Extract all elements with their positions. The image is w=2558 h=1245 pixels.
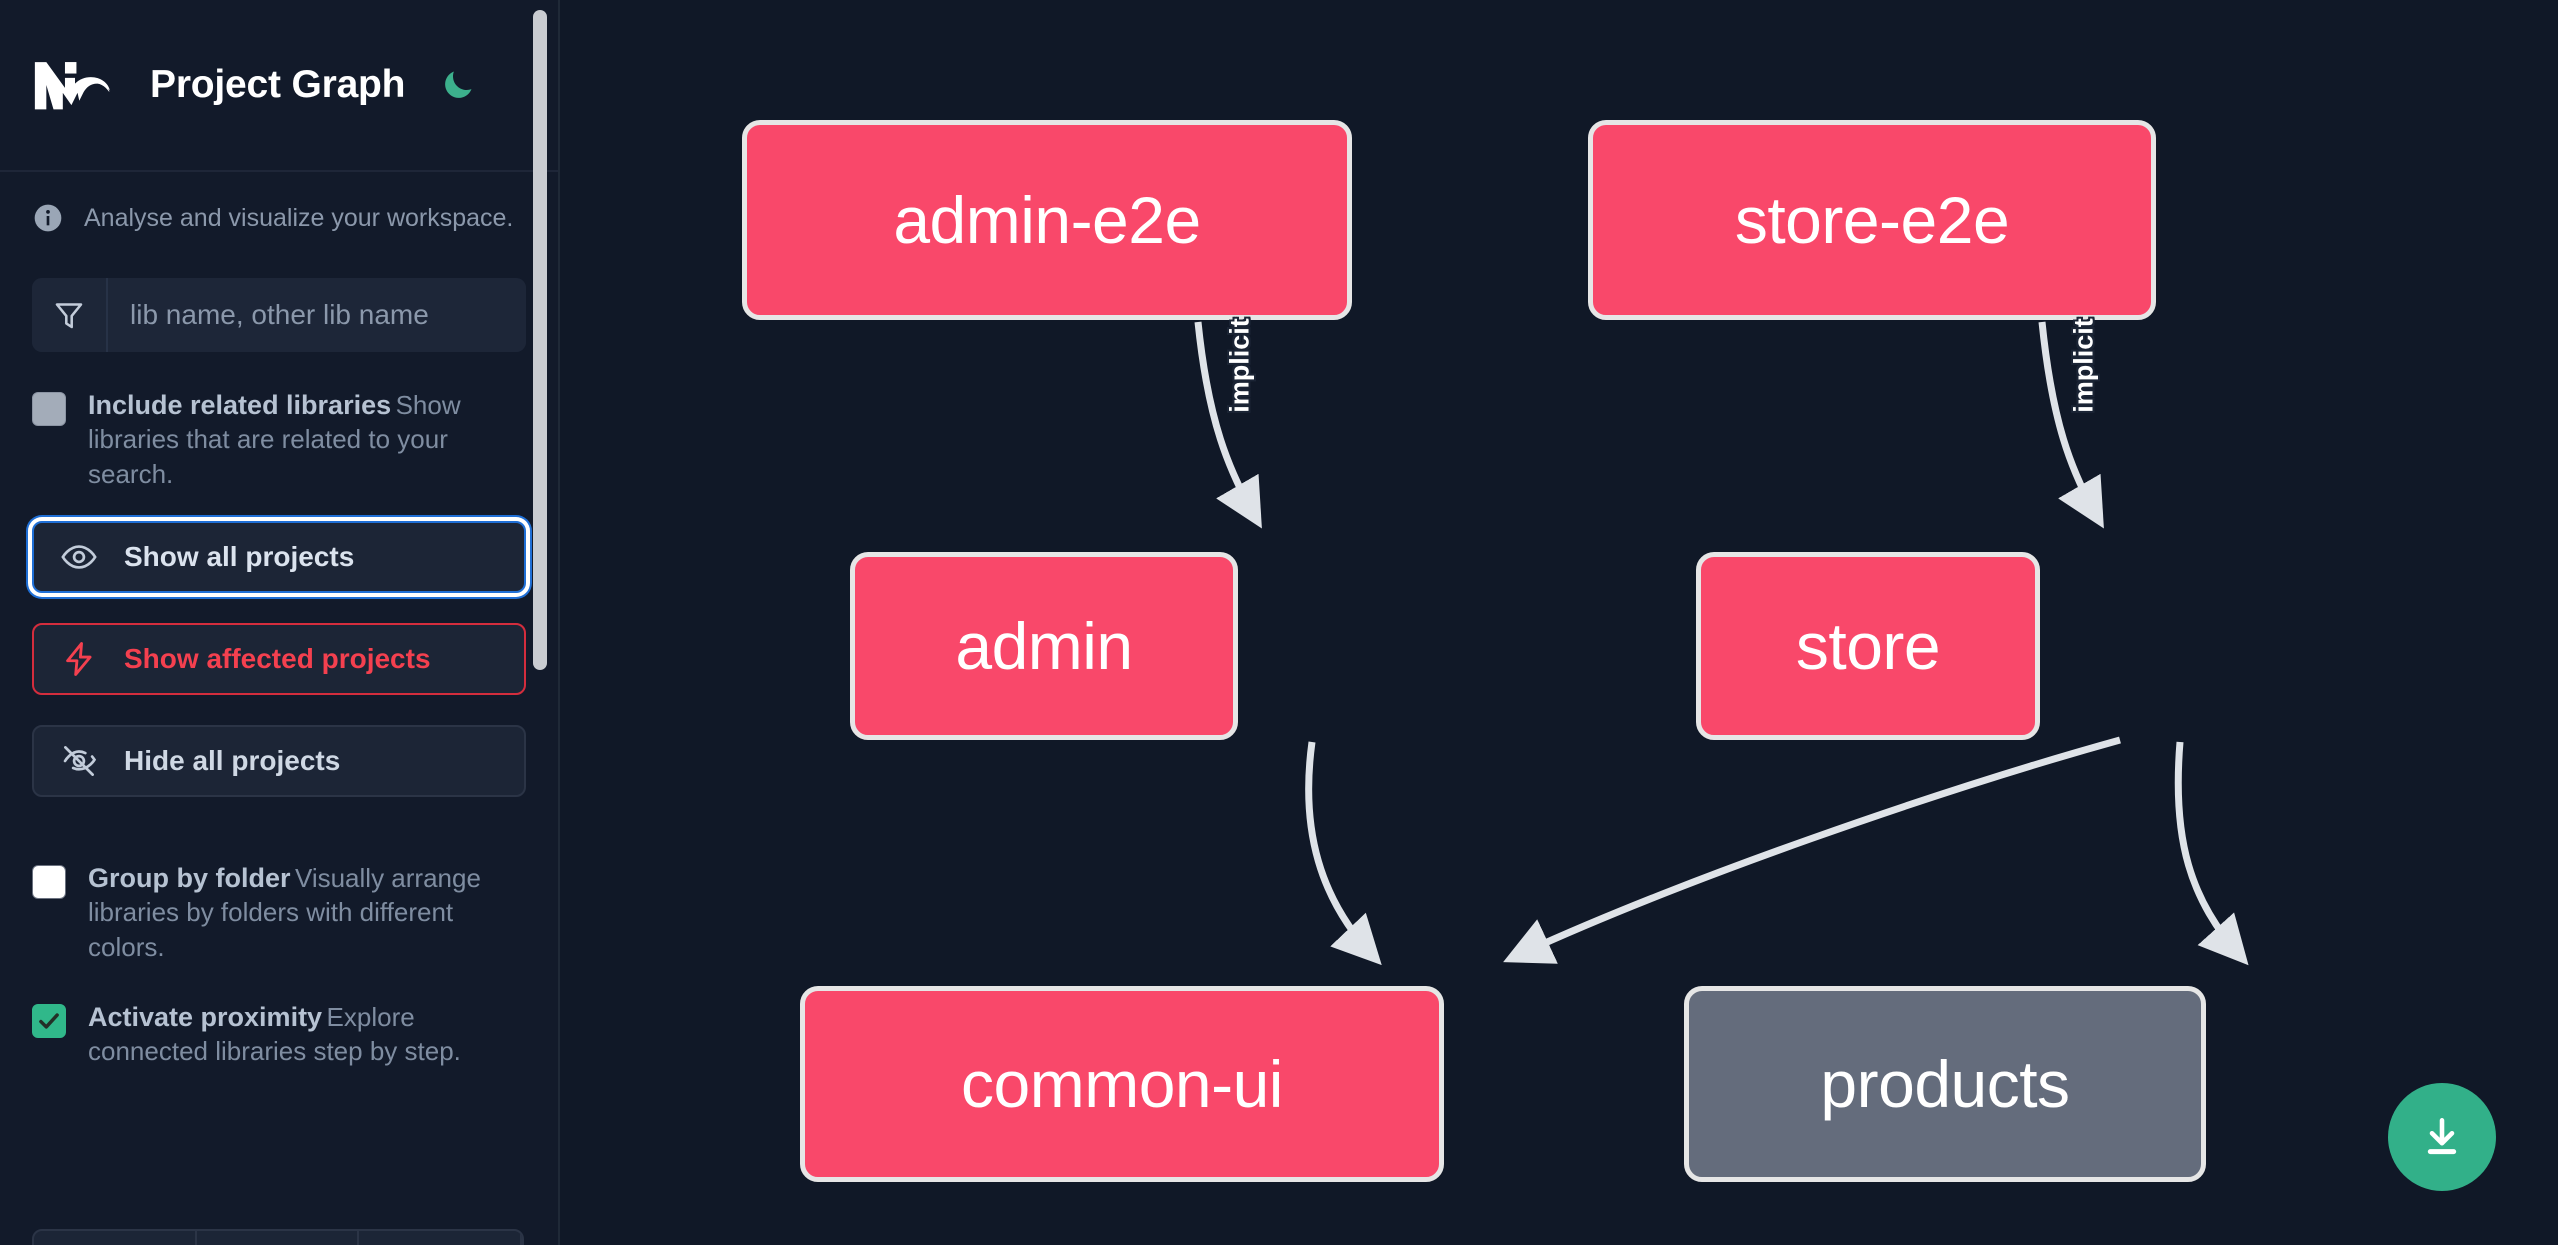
filter-icon[interactable] (32, 278, 108, 352)
segment-3[interactable] (359, 1231, 522, 1245)
node-label: admin (955, 609, 1133, 683)
show-affected-projects-label: Show affected projects (124, 642, 431, 674)
graph-node-admin[interactable]: admin (850, 552, 1238, 740)
option-subtitle: Explore connected libraries step by step… (88, 1001, 461, 1067)
search-row (32, 278, 526, 352)
edge-store-to-products (2174, 741, 2249, 966)
sidebar-scrollbar[interactable] (533, 10, 547, 670)
activate-proximity-checkbox[interactable] (32, 1003, 66, 1038)
node-label: products (1820, 1047, 2070, 1121)
edge-store-to-common-ui (1503, 736, 2121, 964)
download-button[interactable] (2388, 1083, 2496, 1191)
sidebar: Project Graph Analyse and visualize your… (0, 0, 560, 1245)
graph-edges (1194, 321, 2249, 966)
sidebar-header: Project Graph (0, 0, 558, 172)
node-label: admin-e2e (893, 183, 1201, 257)
graph-node-common-ui[interactable]: common-ui (800, 986, 1444, 1182)
nx-logo-icon (32, 56, 118, 114)
search-input[interactable] (108, 278, 526, 352)
spacer (32, 797, 526, 825)
segment-1[interactable] (34, 1231, 197, 1245)
hide-all-projects-label: Hide all projects (124, 744, 341, 776)
sidebar-body: Include related libraries Show libraries… (0, 278, 558, 1069)
node-label: store (1795, 609, 1941, 683)
edge-admin-to-common-ui (1305, 741, 1382, 966)
lightning-bolt-icon (60, 640, 98, 678)
node-label: common-ui (961, 1047, 1283, 1121)
option-title: Group by folder (88, 862, 291, 893)
option-group-by-folder[interactable]: Group by folder Visually arrange librari… (32, 861, 526, 964)
graph-node-products[interactable]: products (1684, 986, 2206, 1182)
option-include-related-libraries[interactable]: Include related libraries Show libraries… (32, 388, 526, 491)
group-by-folder-checkbox[interactable] (32, 864, 66, 899)
hide-all-projects-button[interactable]: Hide all projects (32, 724, 526, 797)
group-mode-segmented-control[interactable] (32, 1229, 524, 1245)
option-title: Activate proximity (88, 1001, 323, 1032)
option-title: Include related libraries (88, 390, 392, 420)
show-all-projects-label: Show all projects (124, 540, 355, 572)
moon-icon[interactable] (431, 58, 485, 112)
graph-node-store-e2e[interactable]: store-e2e (1588, 120, 2156, 320)
option-activate-proximity[interactable]: Activate proximity Explore connected lib… (32, 1000, 526, 1069)
option-subtitle: Show libraries that are related to your … (88, 390, 461, 489)
graph-canvas[interactable]: admin-e2e store-e2e admin store common-u… (560, 0, 2558, 1245)
eye-icon (60, 538, 98, 576)
show-affected-projects-button[interactable]: Show affected projects (32, 622, 526, 695)
sidebar-description-row: Analyse and visualize your workspace. (0, 172, 558, 234)
page-title: Project Graph (150, 63, 406, 106)
graph-node-admin-e2e[interactable]: admin-e2e (742, 120, 1352, 320)
node-label: store-e2e (1734, 183, 2010, 257)
download-icon (2417, 1112, 2467, 1162)
include-related-libraries-checkbox[interactable] (32, 392, 66, 426)
graph-node-store[interactable]: store (1696, 552, 2040, 740)
eye-off-icon (60, 742, 98, 780)
edge-admin-e2e-to-admin (1194, 321, 1262, 529)
edge-store-e2e-to-store (2038, 321, 2104, 529)
sidebar-description: Analyse and visualize your workspace. (84, 203, 514, 232)
info-icon (32, 202, 64, 234)
show-all-projects-button[interactable]: Show all projects (32, 520, 526, 593)
segment-2[interactable] (197, 1231, 360, 1245)
option-subtitle: Visually arrange libraries by folders wi… (88, 862, 481, 962)
